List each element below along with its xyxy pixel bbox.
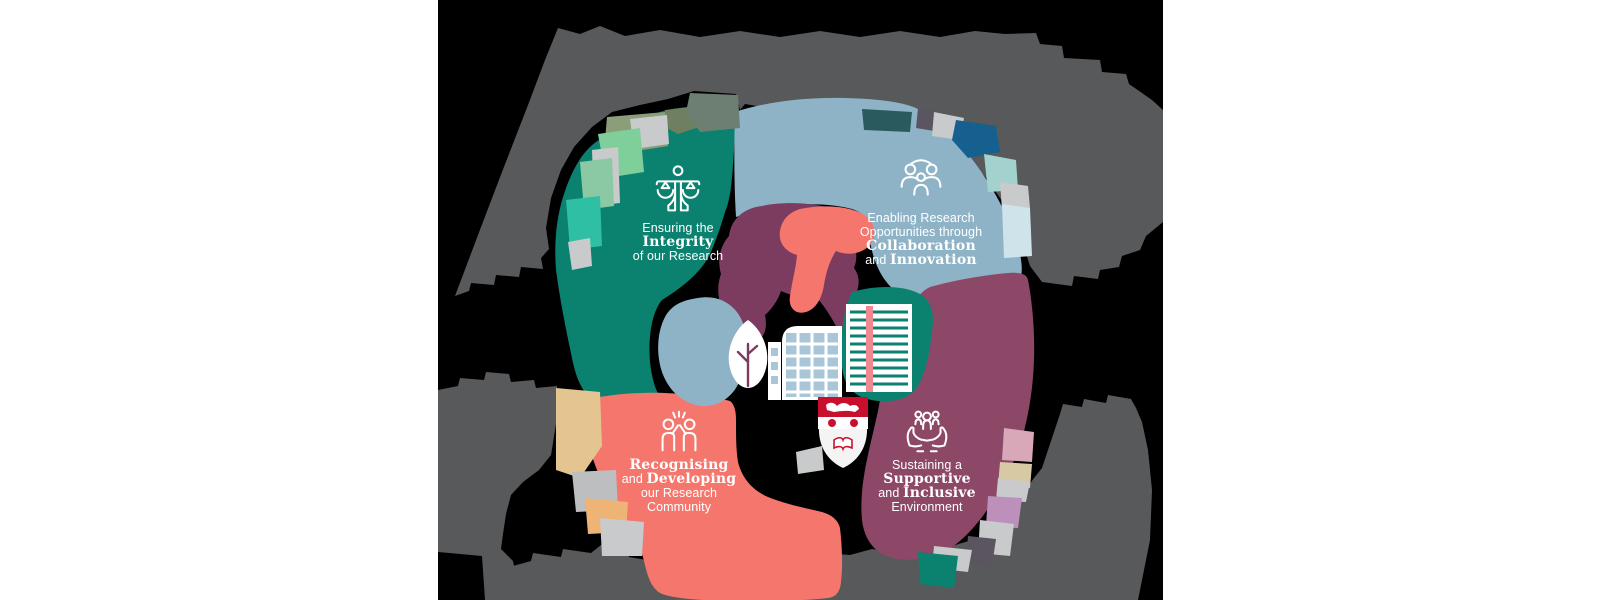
coral-center-blob <box>779 206 875 313</box>
patch-mauve <box>986 496 1022 528</box>
supportive-line-3: and Inclusive <box>878 485 976 501</box>
crest-lion <box>826 402 859 412</box>
shield-steps <box>796 446 824 474</box>
patch-teal-bottom <box>918 552 958 588</box>
patch-lightgrey-3 <box>568 238 592 270</box>
supportive-line-4: Environment <box>891 500 963 514</box>
main-building-grid <box>784 331 840 398</box>
community-line-2: and Developing <box>621 471 737 487</box>
crest-rose-right <box>850 419 858 427</box>
caring-hands-icon <box>898 401 956 459</box>
collaboration-line-1: Enabling Research <box>867 211 975 225</box>
right-building-louvres <box>850 310 908 386</box>
collaboration-line-3: Collaboration <box>866 238 976 254</box>
patch-pink <box>1002 428 1034 462</box>
grid-vertical <box>796 331 828 398</box>
supportive-label: Sustaining a Supportive and Inclusive En… <box>841 458 1013 514</box>
patch-slate <box>966 536 996 566</box>
patch-dark-blue <box>952 120 1000 158</box>
collaboration-line-2: Opportunities through <box>859 225 983 239</box>
diagram-graphics <box>438 26 1163 600</box>
patch-lightgrey-9 <box>600 518 644 556</box>
people-group-icon <box>892 153 950 211</box>
left-wing-window-3 <box>771 376 778 384</box>
high-five-icon <box>650 404 708 462</box>
patch-mint <box>580 158 614 210</box>
community-blob <box>584 392 843 600</box>
integrity-label: Ensuring the Integrity of our Research <box>593 221 763 263</box>
center-illustration <box>728 304 912 474</box>
collaboration-blob <box>734 97 1022 299</box>
integrity-line-1: Ensuring the <box>642 221 714 235</box>
patch-dark-teal <box>862 109 912 132</box>
crest-band <box>818 417 868 429</box>
collaboration-line-4: and Innovation <box>865 252 977 268</box>
patch-tan <box>556 388 602 478</box>
left-wing-building <box>768 342 781 400</box>
scales-icon <box>649 162 707 220</box>
patch-lightgrey-6 <box>996 478 1030 502</box>
grid-horizontal <box>784 342 840 394</box>
integrity-line-2: Integrity <box>642 234 714 250</box>
left-wing-window-1 <box>771 348 778 356</box>
grey-left-shape <box>438 372 557 600</box>
community-label: Recognising and Developing our Research … <box>594 458 764 514</box>
crest-book <box>833 436 853 452</box>
patch-pale-blue <box>1002 204 1032 258</box>
tree-branches <box>736 342 759 388</box>
community-line-3: our Research <box>640 486 718 500</box>
right-building-stripe <box>866 306 873 392</box>
right-building <box>846 304 912 392</box>
patch-lightgrey-5 <box>1000 182 1030 210</box>
community-line-4: Community <box>646 500 712 514</box>
crest-rose-left <box>828 419 836 427</box>
lightblue-center-blob <box>658 297 748 407</box>
louvre-lines <box>850 310 908 386</box>
patch-aqua <box>984 154 1018 192</box>
patch-bright-teal <box>566 196 602 250</box>
grey-top-shape <box>455 26 1163 296</box>
left-wing-window-2 <box>771 362 778 370</box>
mosaic-patches <box>556 93 1034 588</box>
supportive-line-1: Sustaining a <box>892 458 962 472</box>
integrity-line-3: of our Research <box>632 249 724 263</box>
diagram-canvas: Ensuring the Integrity of our Research E… <box>438 0 1163 600</box>
collaboration-label: Enabling Research Opportunities through … <box>826 211 1016 267</box>
community-line-1: Recognising <box>629 457 729 473</box>
supportive-line-2: Supportive <box>883 471 971 487</box>
patch-grey-green <box>686 93 740 132</box>
